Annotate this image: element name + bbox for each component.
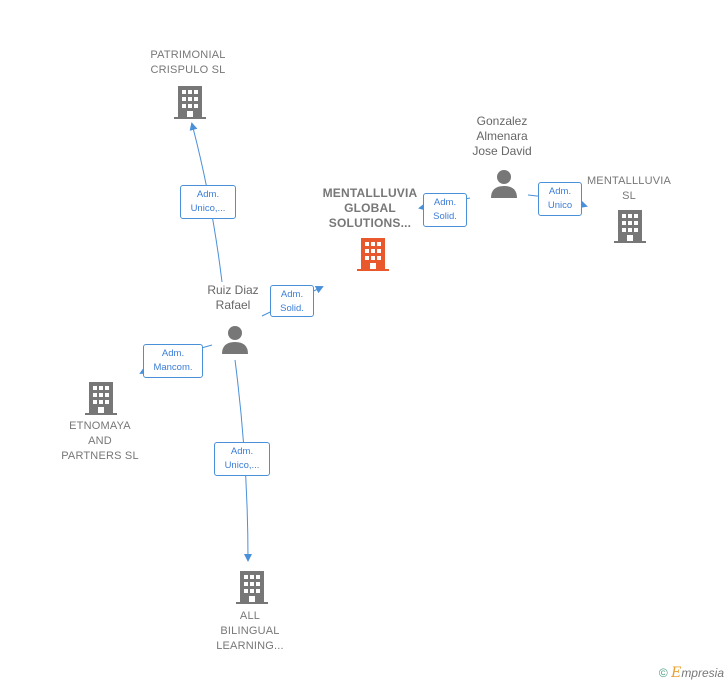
node-label: CRISPULO SL — [150, 64, 226, 76]
edge-badge-ruiz-main[interactable]: Adm. Solid. — [270, 285, 314, 317]
node-gonzalez-almenara[interactable]: Gonzalez Almenara Jose David — [452, 114, 552, 159]
node-mentallluvia-global-solutions[interactable]: MENTALLLUVIA GLOBAL SOLUTIONS... — [310, 186, 430, 231]
badge-line: Adm. — [548, 186, 572, 197]
badge-line: Solid. — [280, 303, 304, 314]
node-label: ALL — [239, 610, 261, 622]
copyright-symbol: © — [658, 666, 668, 680]
building-icon — [174, 86, 206, 119]
node-label: GLOBAL — [344, 201, 396, 215]
person-label: Jose David — [472, 144, 532, 158]
building-icon — [236, 571, 268, 604]
edge-badge-gonzalez-main[interactable]: Adm. Solid. — [423, 193, 467, 227]
node-patrimonial-crispulo[interactable]: PATRIMONIAL CRISPULO SL — [128, 48, 248, 78]
node-label: AND — [88, 435, 112, 447]
badge-line: Unico,... — [190, 203, 226, 214]
building-icon-highlighted — [357, 238, 389, 271]
person-label: Rafael — [215, 298, 251, 312]
building-icon — [614, 210, 646, 243]
badge-line: Adm. — [433, 197, 457, 208]
node-label: BILINGUAL — [220, 625, 280, 637]
badge-line: Unico,... — [224, 460, 260, 471]
brand-name: mpresia — [681, 666, 724, 680]
edge-badge-gonzalez-mentallluvia[interactable]: Adm. Unico — [538, 182, 582, 216]
edge-badge-ruiz-patrimonial[interactable]: Adm. Unico,... — [180, 185, 236, 219]
badge-line: Adm. — [196, 189, 220, 200]
badge-line: Adm. — [230, 446, 254, 457]
badge-line: Mancom. — [153, 362, 193, 373]
node-label: SL — [622, 190, 636, 202]
node-mentallluvia-sl[interactable]: MENTALLLUVIA SL — [576, 174, 682, 204]
node-ruiz-diaz-rafael[interactable]: Ruiz Diaz Rafael — [183, 283, 283, 313]
node-etnomaya-and-partners[interactable]: ETNOMAYA AND PARTNERS SL — [40, 419, 160, 464]
badge-line: Solid. — [433, 211, 457, 222]
node-label: MENTALLLUVIA — [586, 175, 672, 187]
person-icon — [222, 326, 248, 354]
person-icon — [491, 170, 517, 198]
edge-badge-ruiz-etnomaya[interactable]: Adm. Mancom. — [143, 344, 203, 378]
node-label: SOLUTIONS... — [328, 216, 412, 230]
badge-line: Unico — [547, 200, 573, 211]
edge-badge-ruiz-allbilingual[interactable]: Adm. Unico,... — [214, 442, 270, 476]
building-icon — [85, 382, 117, 415]
node-label: PARTNERS SL — [61, 450, 139, 462]
node-label: MENTALLLUVIA — [322, 186, 418, 200]
node-label: ETNOMAYA — [69, 420, 131, 432]
person-label: Almenara — [476, 129, 528, 143]
node-label: PATRIMONIAL — [150, 49, 226, 61]
person-label: Ruiz Diaz — [207, 283, 259, 297]
empresia-brand: © Empresia — [659, 665, 724, 681]
node-all-bilingual-learning[interactable]: ALL BILINGUAL LEARNING... — [190, 609, 310, 654]
person-label: Gonzalez — [476, 114, 528, 128]
brand-initial: E — [671, 665, 682, 681]
badge-line: Adm. — [161, 348, 185, 359]
badge-line: Adm. — [280, 289, 304, 300]
node-label: LEARNING... — [216, 640, 284, 652]
